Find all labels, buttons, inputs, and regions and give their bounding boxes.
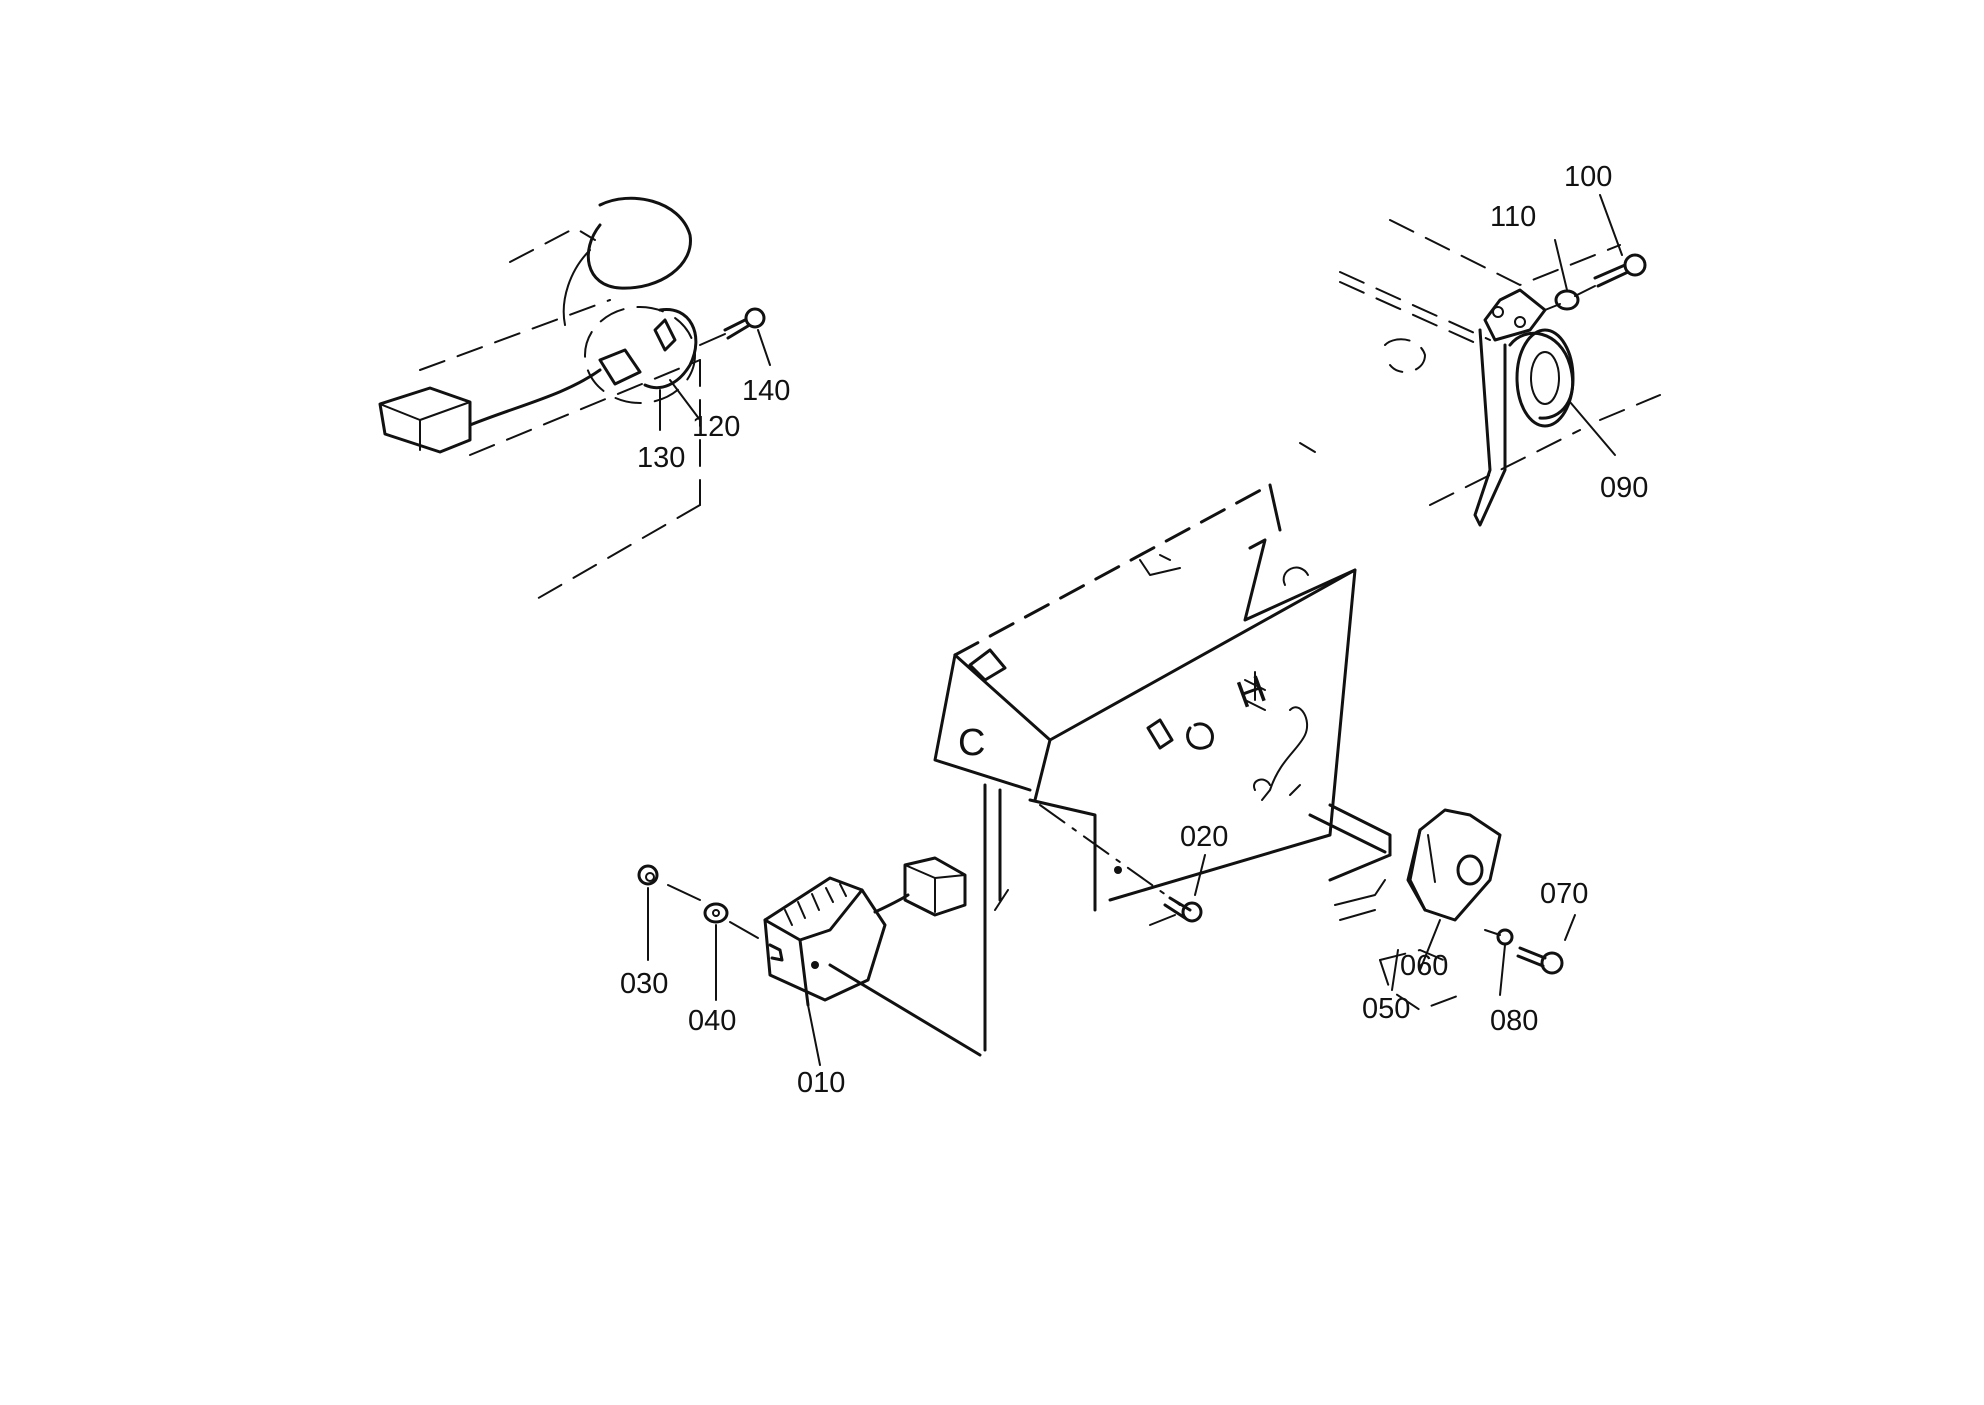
mounting-panel [933,483,1392,1052]
part-label-090: 090 [1600,472,1648,504]
panel-mark-c: C [958,722,985,764]
part-label-140: 140 [742,375,790,407]
mount-assembly [1379,808,1576,1011]
part-label-070: 070 [1540,878,1588,910]
horn-assembly [1299,194,1661,527]
part-label-050: 050 [1362,993,1410,1025]
part-label-110: 110 [1490,201,1536,233]
part-label-100: 100 [1564,161,1612,193]
part-label-120: 120 [692,411,740,443]
part-label-030: 030 [620,968,668,1000]
part-label-130: 130 [637,442,685,474]
sensor-assembly [378,196,771,601]
relay-assembly [637,856,982,1066]
panel-mark-h: H [1232,668,1272,717]
part-label-080: 080 [1490,1005,1538,1037]
part-label-060: 060 [1400,950,1448,982]
part-label-020: 020 [1180,821,1228,853]
part-label-010: 010 [797,1067,845,1099]
part-label-040: 040 [688,1005,736,1037]
